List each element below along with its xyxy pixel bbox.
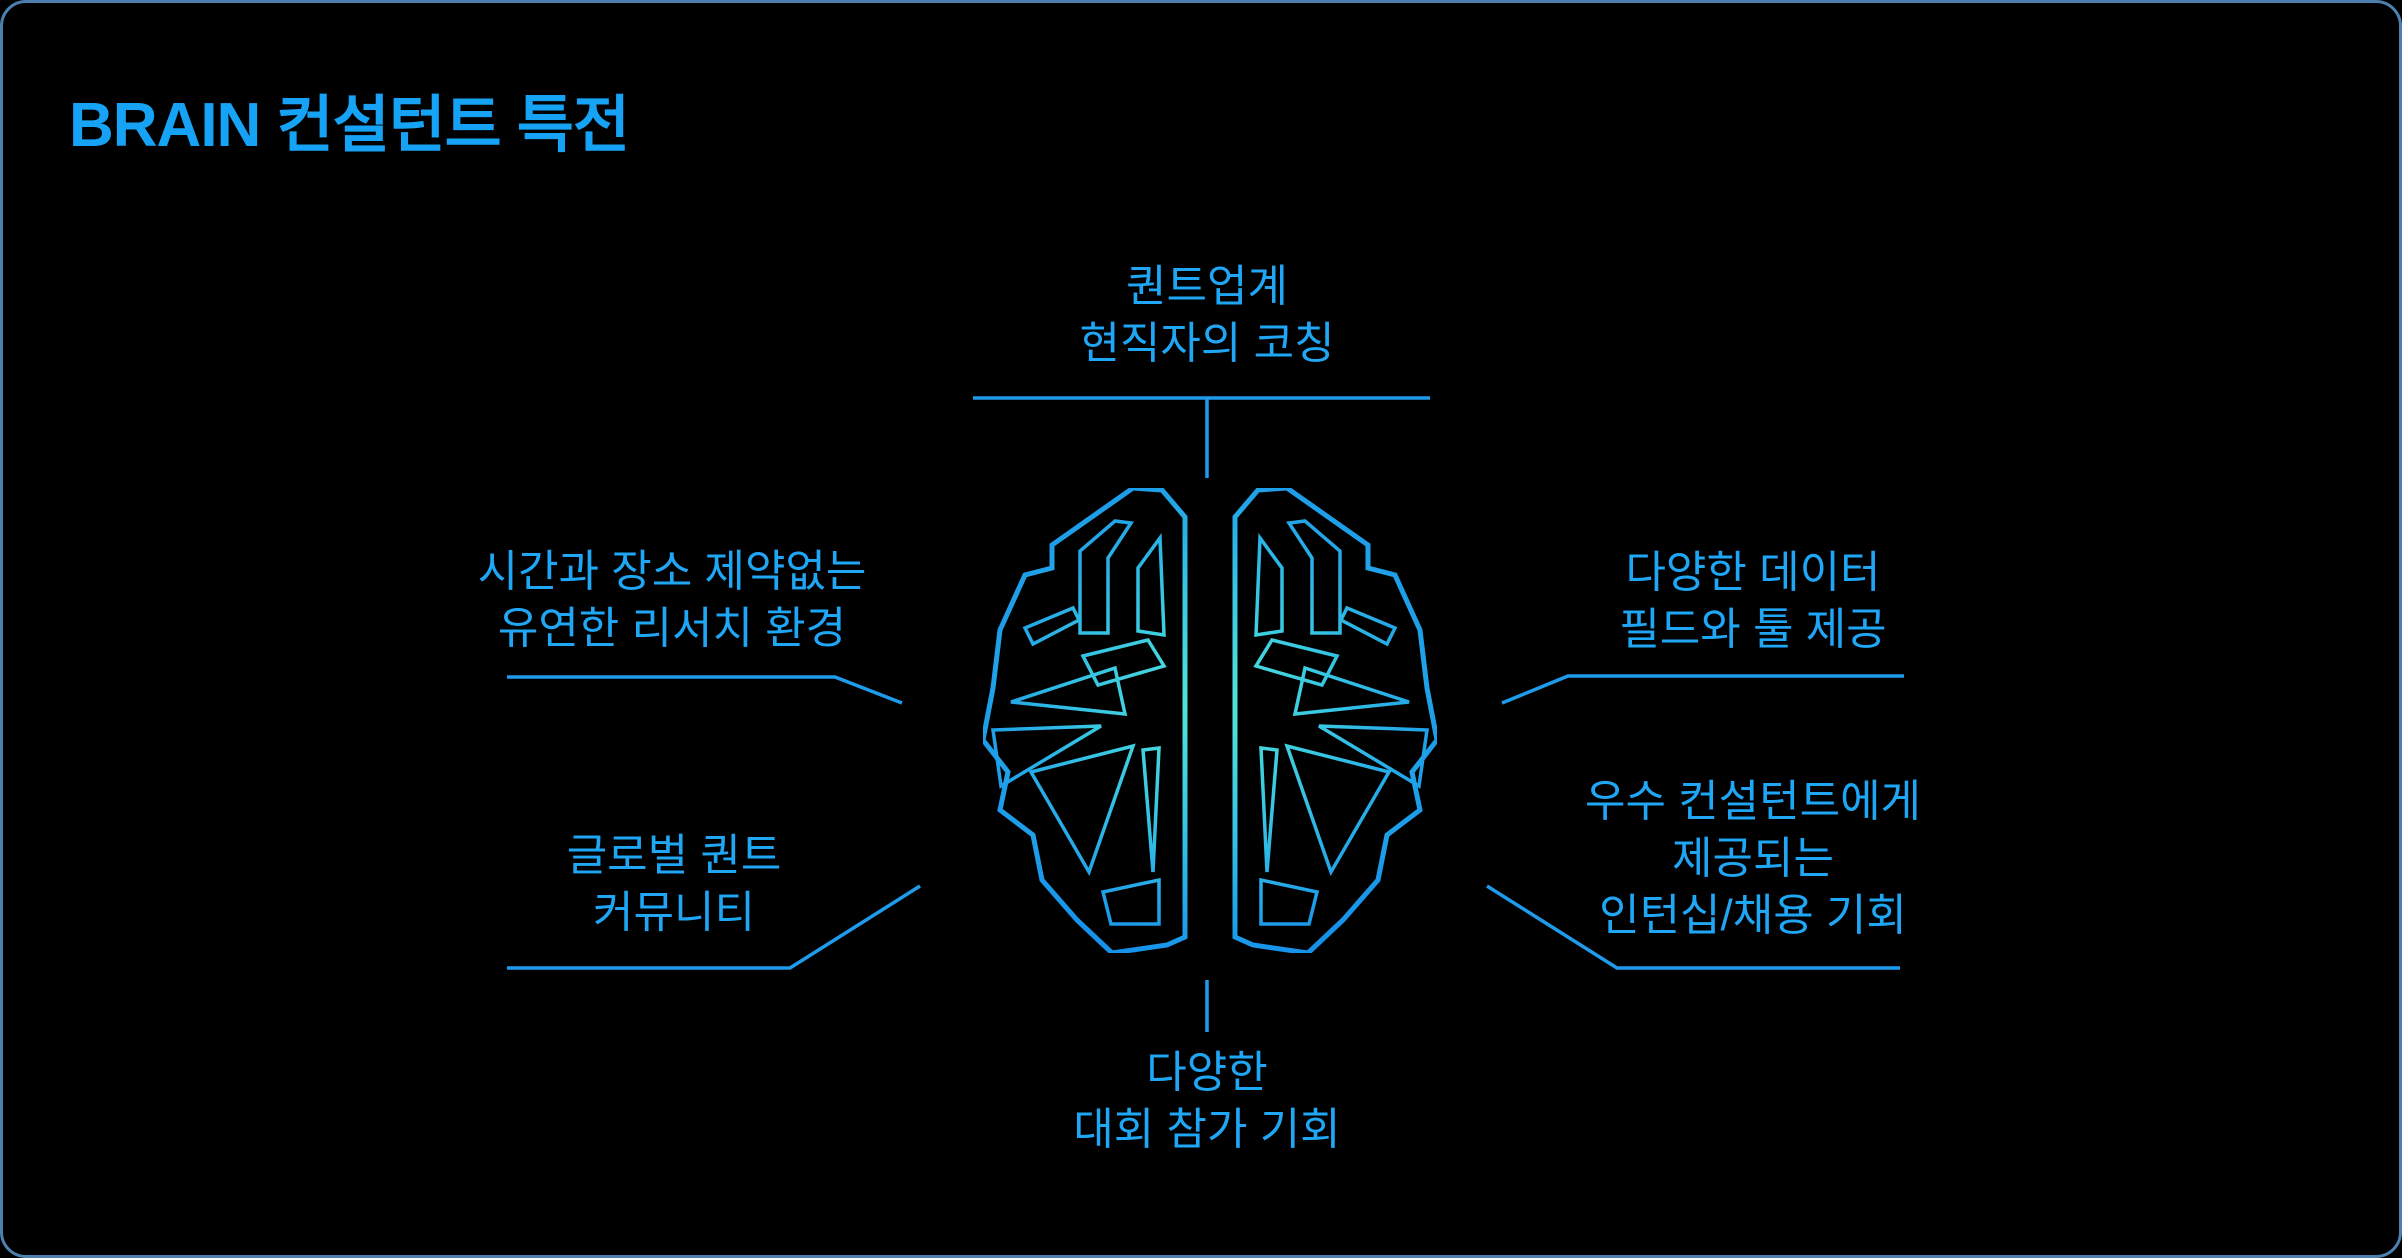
connector-right-lower — [1486, 884, 1900, 970]
connector-right-upper — [1501, 674, 1904, 705]
benefit-bottom: 다양한 대회 참가 기회 — [1073, 1048, 1341, 1154]
page-title: BRAIN 컨설턴트 특전 — [69, 90, 630, 160]
benefit-left-lower: 글로벌 퀀트 커뮤니티 — [566, 831, 782, 937]
brain-hemisphere-mirror — [1235, 488, 1437, 953]
benefit-left-upper: 시간과 장소 제약없는 유연한 리서치 환경 — [477, 547, 867, 653]
connector-left-lower — [507, 884, 921, 970]
brain-hemisphere-outline — [983, 488, 1188, 953]
brain-inner-pattern — [990, 519, 1167, 926]
benefit-right-upper: 다양한 데이터 필드와 툴 제공 — [1619, 548, 1887, 654]
brain-icon — [983, 488, 1437, 953]
benefit-top: 퀀트업계 현직자의 코칭 — [1079, 262, 1335, 368]
connector-left-upper — [507, 675, 903, 705]
connector-top — [973, 396, 1430, 478]
benefit-right-lower: 우수 컨설턴트에게 제공되는 인턴십/채용 기회 — [1584, 777, 1922, 940]
